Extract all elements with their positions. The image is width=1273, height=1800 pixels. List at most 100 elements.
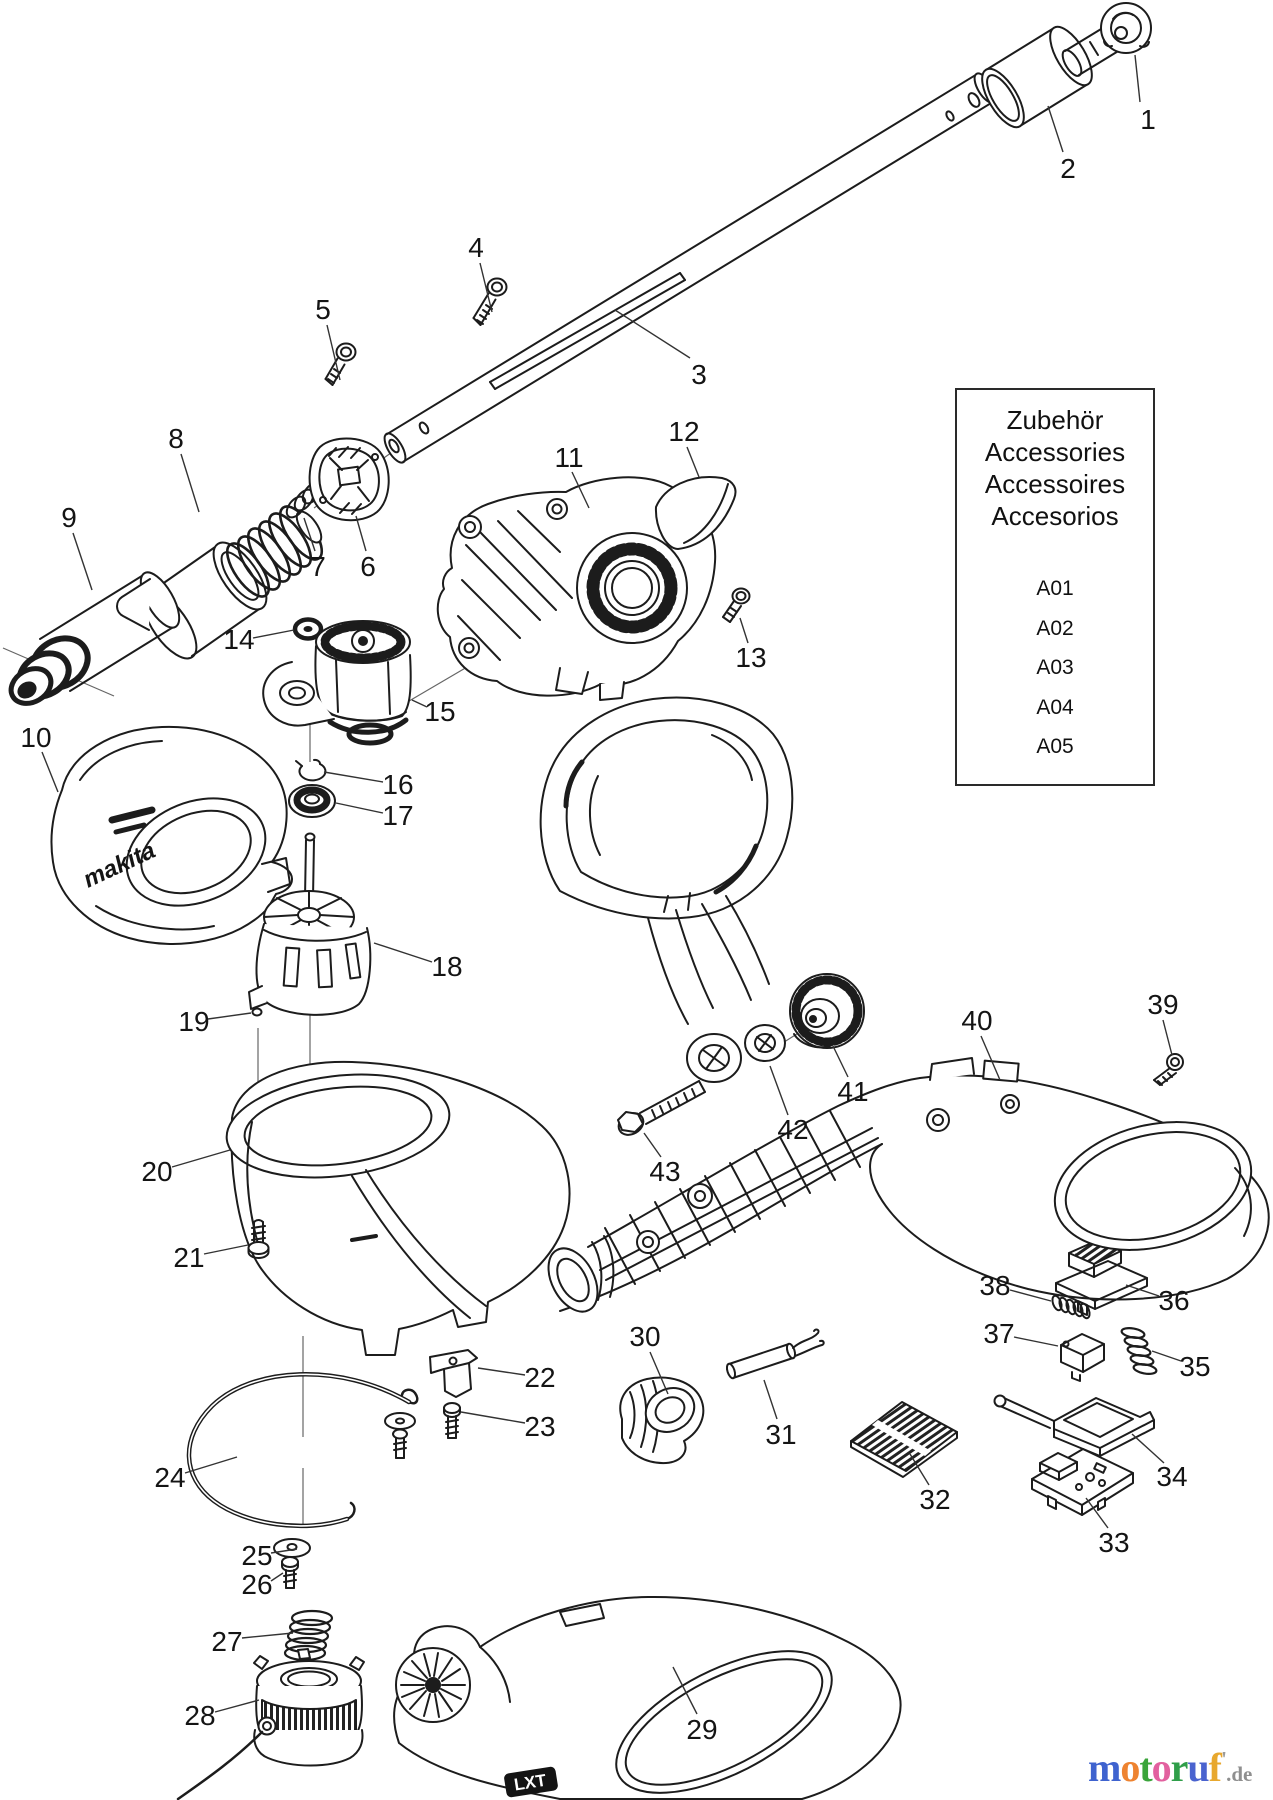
motoruf-watermark: motoruf'.de [1088,1744,1252,1791]
part-4-screw [472,277,508,326]
part-16-circlip [295,758,327,782]
accessories-title-fr: Accessoires [984,469,1126,499]
part-label-26: 26 [241,1569,273,1600]
leader-line-10 [41,751,59,793]
leader-line-25 [270,1548,298,1554]
motoruf-letter: m [1088,1745,1121,1790]
part-label-10: 10 [20,722,52,753]
part-label-2: 2 [1060,153,1076,184]
part-37-switch-block [1060,1333,1105,1382]
part-24-wire-guard [186,1372,419,1529]
part-40-motor-housing [547,1057,1270,1313]
part-label-20: 20 [141,1156,173,1187]
part-label-5: 5 [315,294,331,325]
part-label-8: 8 [168,423,184,454]
leader-line-32 [909,1453,930,1486]
leader-line-31 [763,1379,778,1420]
leader-line-20 [171,1149,231,1168]
part-label-25: 25 [241,1540,273,1571]
part-label-30: 30 [629,1321,661,1352]
accessory-item-a03: A03 [1036,656,1074,679]
leader-line-5 [326,324,341,381]
leader-line-39 [1162,1019,1173,1056]
washer-screw-pair [384,1412,416,1459]
part-label-40: 40 [961,1005,993,1036]
leader-line-41 [832,1045,849,1078]
leader-line-38 [1009,1289,1052,1302]
part-5-screw [324,342,357,386]
part-23-screw [443,1402,461,1439]
leader-line-2 [1047,105,1064,153]
motoruf-letter: o [1120,1745,1140,1790]
accessories-title-de: Zubehör [1006,405,1104,435]
leader-line-7 [303,517,316,552]
part-label-17: 17 [382,800,414,831]
leader-line-33 [1085,1497,1109,1529]
leader-line-35 [1151,1350,1182,1362]
leader-line-14 [252,629,295,639]
accessories-box: Zubehör Accessories Accessoires Accesori… [955,388,1155,786]
leader-line-1 [1134,54,1141,103]
part-18-fan-carrier [248,832,372,1016]
leader-line-15 [411,699,428,708]
leader-line-21 [203,1244,249,1255]
part-25-washer [273,1538,311,1558]
part-32-grille [850,1401,958,1478]
part-label-3: 3 [691,359,707,390]
part-22-bracket [429,1349,478,1398]
accessories-title: Zubehör Accessories Accessoires Accesori… [957,404,1153,532]
part-label-9: 9 [61,502,77,533]
part-label-12: 12 [668,416,700,447]
part-15-motor [262,620,412,746]
part-label-14: 14 [223,624,255,655]
part-9-joint-tube [8,571,181,706]
part-label-15: 15 [424,696,456,727]
accessory-item-a01: A01 [1036,577,1074,600]
part-label-27: 27 [211,1626,243,1657]
part-label-21: 21 [173,1242,205,1273]
leader-line-36 [1125,1284,1160,1297]
part-label-38: 38 [979,1270,1011,1301]
leader-line-40 [980,1035,1001,1081]
part-19-pin [251,1007,263,1017]
part-label-37: 37 [983,1318,1015,1349]
part-label-7: 7 [310,551,326,582]
part-11-gear-housing [436,476,717,701]
part-label-23: 23 [524,1411,556,1442]
part-27-spring [283,1609,334,1662]
part-28-spool [176,1648,365,1800]
part-label-11: 11 [554,442,584,473]
leader-lines [41,54,1182,1715]
motoruf-letter: u [1187,1745,1209,1790]
leader-line-34 [1131,1433,1165,1464]
part-41-knob [789,973,865,1049]
part-label-33: 33 [1098,1527,1130,1558]
part-label-28: 28 [184,1700,216,1731]
part-17-bearing [288,784,336,818]
leader-line-16 [323,771,384,783]
part-label-19: 19 [178,1006,210,1037]
part-34-lever-tray [993,1394,1155,1457]
accessory-item-a05: A05 [1036,735,1074,758]
part-label-16: 16 [382,769,414,800]
leader-line-26 [270,1572,284,1582]
part-43-bolt [617,1080,706,1136]
leader-line-13 [739,617,749,644]
part-label-39: 39 [1147,989,1179,1020]
accessories-items: A01 A02 A03 A04 A05 [957,569,1153,767]
leader-line-9 [72,532,93,591]
leader-line-42 [769,1065,789,1116]
part-label-41: 41 [837,1076,869,1107]
part-label-18: 18 [431,951,463,982]
part-3-shaft-pipe [383,72,997,464]
motoruf-letter: f [1208,1745,1222,1790]
part-39-screw [1153,1053,1184,1086]
leader-line-30 [649,1351,669,1395]
lxt-logo-text: LXT [513,1771,548,1795]
part-1-end-cap [1061,2,1152,77]
part-label-4: 4 [468,232,484,263]
leader-line-37 [1013,1336,1059,1347]
part-42-loop-handle [539,696,794,1083]
